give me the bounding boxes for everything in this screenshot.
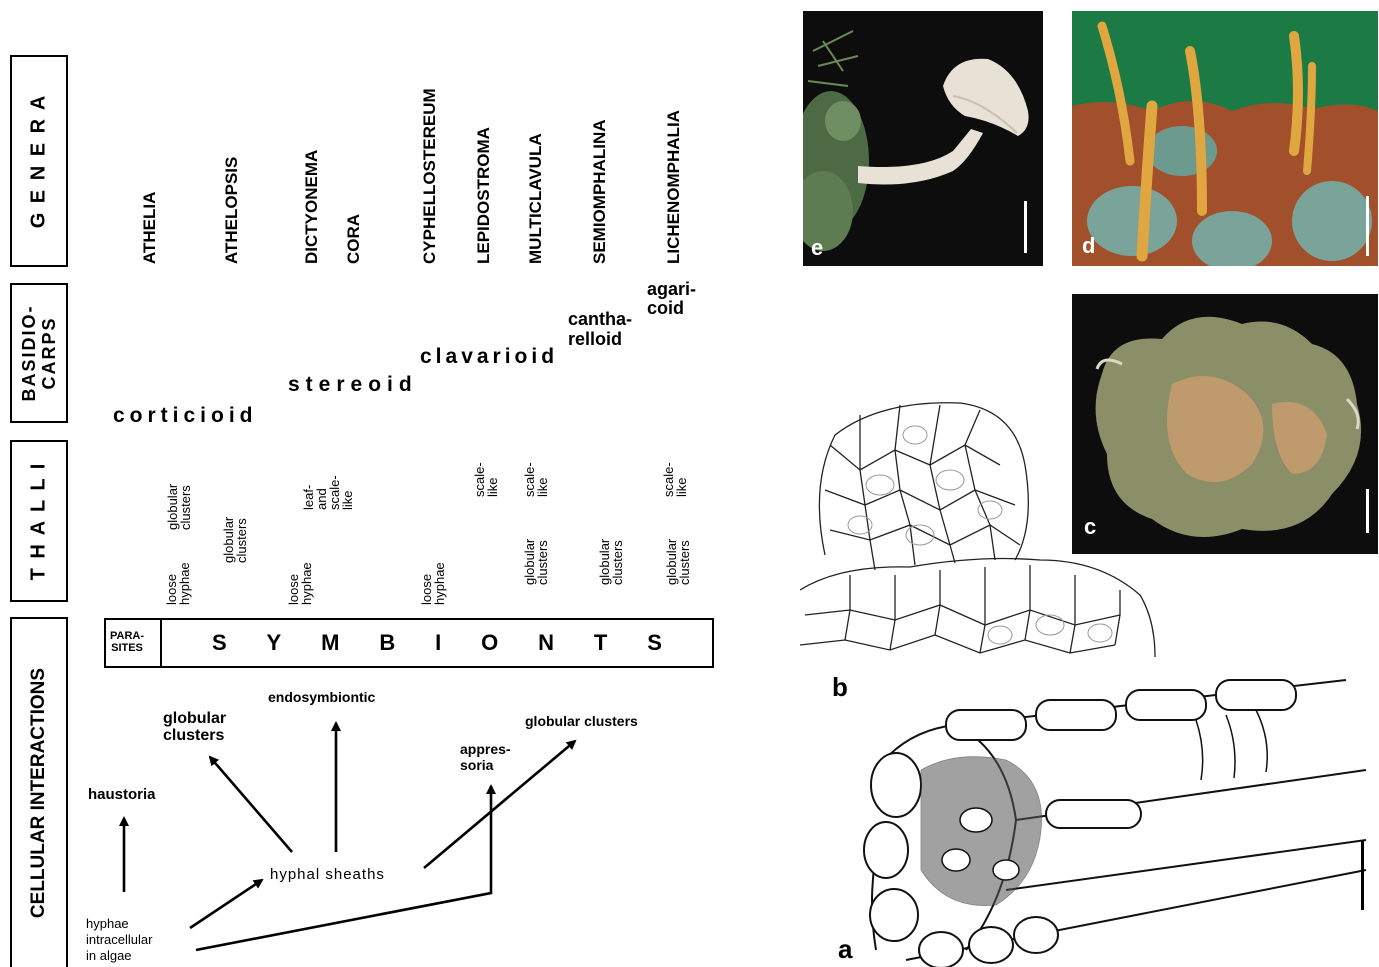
label-hyphal-sheaths: hyphal sheaths [270,866,385,883]
label-endosymbiontic: endosymbiontic [268,689,375,706]
label-haustoria: haustoria [88,786,156,803]
label-appressoria: appres- soria [460,741,511,773]
interaction-arrows [0,0,760,967]
label-hyphae-intracellular: hyphae intracellular in algae [86,916,152,964]
scale-bar-c [1366,489,1369,533]
label-globular-clusters-left: globular clusters [163,710,226,744]
drawing-b-globular-cluster [800,395,1160,663]
arrow-to-hyphal-sheaths [190,880,262,928]
scale-bar-e [1024,201,1027,253]
drawing-a-hyphal-sheath [846,660,1379,967]
scale-bar-d [1366,196,1369,256]
club-fungus-illustration [1072,11,1378,266]
panel-label-a: a [838,934,852,965]
panel-label-e: e [811,235,823,261]
photo-d-clavarioid: d [1072,11,1378,266]
photo-e-agaricoid: e [803,11,1043,266]
label-globular-clusters-right: globular clusters [525,713,638,730]
mushroom-illustration [803,11,1043,266]
arrow-to-globular-left [210,757,292,852]
panel-label-d: d [1082,233,1095,259]
